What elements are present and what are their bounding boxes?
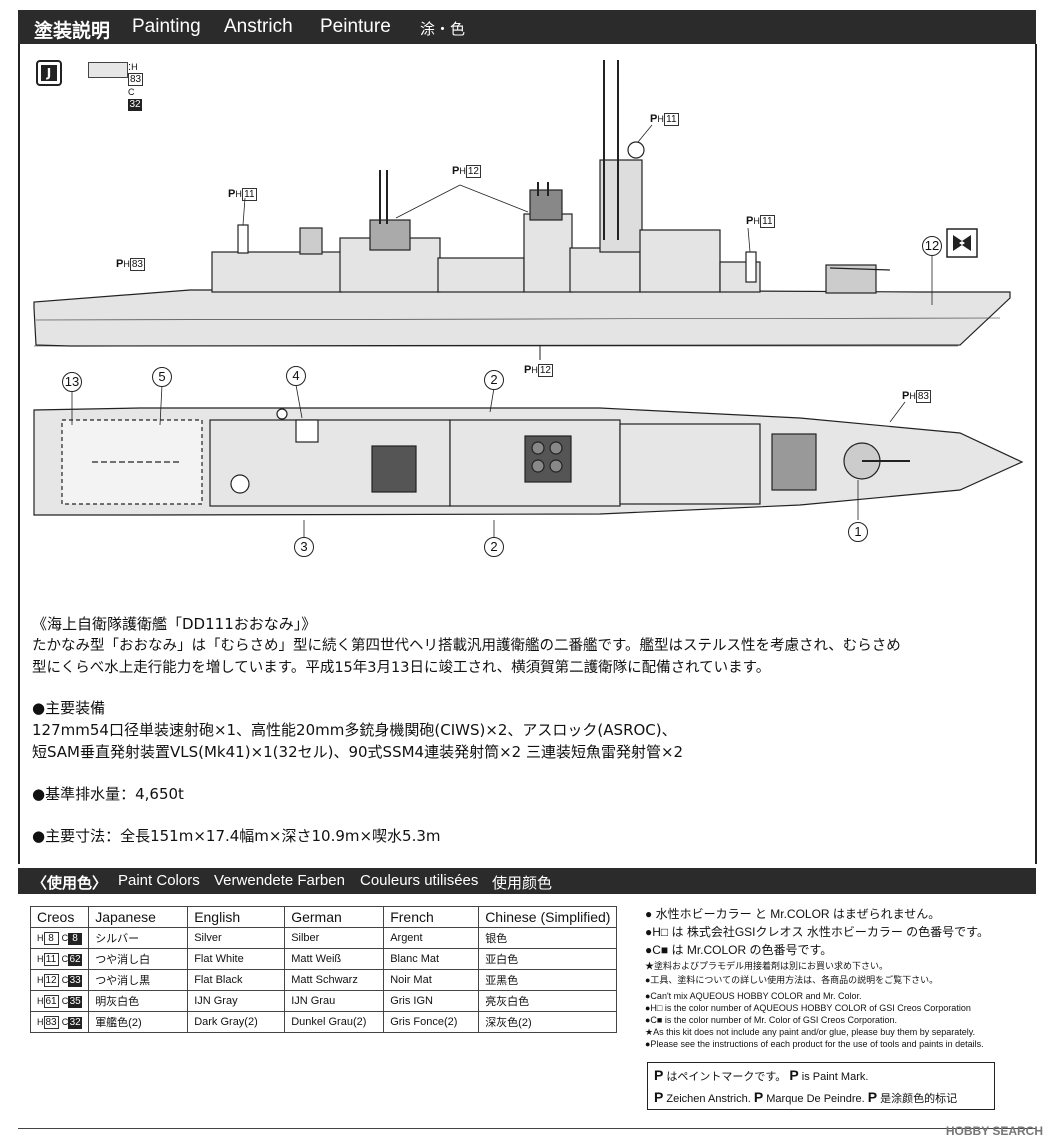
paint-color-table: Creos Japanese English German French Chi… — [29, 906, 618, 1033]
ship-side-view — [33, 60, 1011, 360]
note-3: ●C■ は Mr.COLOR の色番号です。 — [645, 943, 833, 957]
table-cell: 亚黑色 — [478, 969, 618, 991]
table-cell: Flat Black — [187, 969, 286, 991]
table-cell: 明灰白色 — [88, 990, 189, 1012]
header-cn: 涂・色 — [420, 21, 466, 38]
table-cell: Argent — [383, 927, 480, 949]
table-cell: つや消し白 — [88, 948, 189, 970]
note-7: ●H□ is the color number of AQUEOUS HOBBY… — [645, 1003, 971, 1013]
note-9: ★As this kit does not include any paint … — [645, 1027, 976, 1037]
paint-mark-box: P はペイントマークです。 P is Paint Mark. P Zeichen… — [647, 1062, 995, 1110]
legend-swatch — [88, 62, 128, 78]
table-cell: Flat White — [187, 948, 286, 970]
displacement: ●基準排水量：4,650t — [32, 785, 184, 803]
table-cell: Blanc Mat — [383, 948, 480, 970]
header-de: Anstrich — [224, 16, 293, 37]
intro-line-2: 型にくらべ水上走行能力を増しています。平成15年3月13日に竣工され、横須賀第二… — [32, 660, 771, 676]
ship-drawings — [33, 60, 1024, 540]
table-cell: Gris IGN — [383, 990, 480, 1012]
note-5: ●工具、塗料についての詳しい使用方法は、各商品の説明をご覧下さい。 — [645, 975, 939, 985]
table-cell: Dark Gray(2) — [187, 1011, 286, 1033]
note-2: ●H□ は 株式会社GSIクレオス 水性ホビーカラー の色番号です。 — [645, 925, 989, 939]
part-number-1: 1 — [848, 522, 868, 542]
ship-top-view — [33, 407, 1024, 516]
equip-line-1: 127mm54口径単装速射砲×1、高性能20mm多銃身機関砲(CIWS)×2、ア… — [32, 721, 677, 739]
equip-heading: ●主要装備 — [32, 699, 106, 717]
part-number-2-top: 2 — [484, 370, 504, 390]
table-cell: Dunkel Grau(2) — [284, 1011, 385, 1033]
intro-title: 《海上自衛隊護衛艦「DD111おおなみ」》 — [32, 615, 317, 633]
table-cell: Gris Fonce(2) — [383, 1011, 480, 1033]
frame-right — [1035, 44, 1037, 864]
part-number-12: 12 — [922, 236, 942, 256]
part-number-2-bottom: 2 — [484, 537, 504, 557]
table-cell: IJN Gray — [187, 990, 286, 1012]
part-number-3: 3 — [294, 537, 314, 557]
table-cell: つや消し黒 — [88, 969, 189, 991]
bottom-rule — [18, 1128, 1036, 1129]
table-cell: 亮灰白色 — [478, 990, 618, 1012]
watermark: HOBBY SEARCH — [945, 1124, 1043, 1138]
table-cell: 深灰色(2) — [478, 1011, 618, 1033]
note-1: ● 水性ホビーカラー と Mr.COLOR はまぜられません。 — [645, 907, 941, 921]
table-cell: 軍艦色(2) — [88, 1011, 189, 1033]
header-fr: Peinture — [320, 16, 391, 37]
note-4: ★塗料およびプラモデル用接着剤は別にお買い求め下さい。 — [645, 961, 889, 971]
table-cell: シルバー — [88, 927, 189, 949]
equip-line-2: 短SAM垂直発射装置VLS(Mk41)×1(32セル)、90式SSM4連装発射筒… — [32, 743, 684, 761]
paint-colors-header: 〈使用色〉 Paint Colors Verwendete Farben Cou… — [18, 868, 1036, 894]
frame-left — [18, 44, 20, 864]
table-cell: 亚白色 — [478, 948, 618, 970]
table-cell: Silber — [284, 927, 385, 949]
table-cell: Noir Mat — [383, 969, 480, 991]
note-8: ●C■ is the color number of Mr. Color of … — [645, 1015, 897, 1025]
table-cell: 银色 — [478, 927, 618, 949]
part-number-5: 5 — [152, 367, 172, 387]
intro-line-1: たかなみ型「おおなみ」は「むらさめ」型に続く第四世代ヘリ搭載汎用護衛艦の二番艦で… — [32, 638, 901, 654]
painting-header: 塗装説明 Painting Anstrich Peinture 涂・色 — [18, 10, 1036, 44]
dimensions: ●主要寸法：全長151m×17.4幅m×深さ10.9m×喫水5.3m — [32, 827, 441, 845]
table-cell: Matt Weiß — [284, 948, 385, 970]
table-cell: Matt Schwarz — [284, 969, 385, 991]
part-number-4: 4 — [286, 366, 306, 386]
table-cell: IJN Grau — [284, 990, 385, 1012]
table-cell: Silver — [187, 927, 286, 949]
note-10: ●Please see the instructions of each pro… — [645, 1039, 984, 1049]
part-number-13: 13 — [62, 372, 82, 392]
header-jp: 塗装説明 — [34, 21, 111, 42]
note-6: ●Can't mix AQUEOUS HOBBY COLOR and Mr. C… — [645, 991, 862, 1001]
table-header-row: Creos Japanese English German French Chi… — [29, 906, 618, 928]
header-en: Painting — [132, 16, 201, 37]
paint-mark-j: J — [36, 60, 62, 86]
